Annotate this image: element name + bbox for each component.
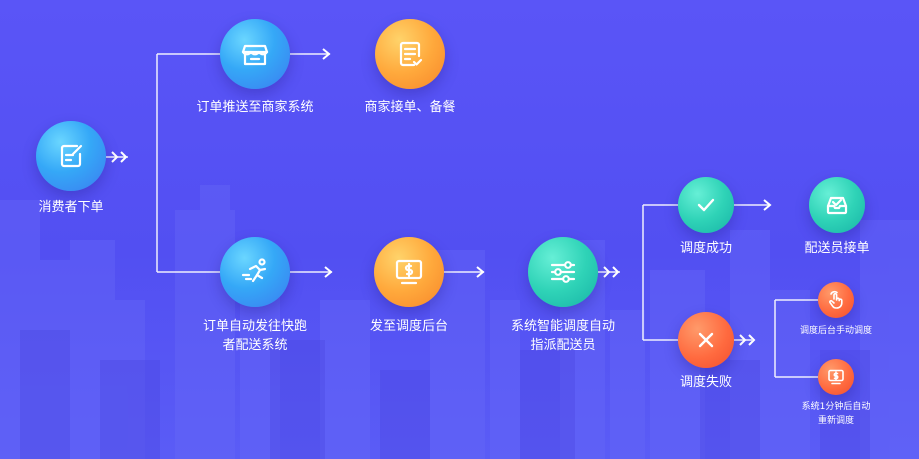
check-icon [697,198,715,212]
node-auto-send [220,237,290,307]
close-icon [698,332,714,348]
node-dispatch-backend [374,237,444,307]
running-courier-icon [241,258,267,283]
node-dispatch-success [678,177,734,233]
label-auto-retry: 系统1分钟后自动 重新调度 [786,400,886,428]
label-smart-dispatch: 系统智能调度自动 指派配送员 [488,317,638,355]
label-dispatch-fail: 调度失败 [679,375,732,390]
node-dispatch-fail [678,312,734,368]
node-auto-retry [818,359,854,395]
store-icon [241,44,269,66]
node-courier-accept [809,177,865,233]
label-auto-send-line1: 订单自动发往快跑 [202,319,307,334]
sliders-icon [550,261,576,283]
hand-tap-icon [829,290,843,309]
label-auto-send: 订单自动发往快跑 者配送系统 [180,317,330,355]
node-manual-dispatch [818,282,854,318]
monitor-money-icon [395,259,423,285]
node-consumer-order [36,121,106,191]
node-smart-dispatch [528,237,598,307]
label-smart-dispatch-line1: 系统智能调度自动 [510,319,615,334]
label-smart-dispatch-line2: 指派配送员 [530,338,596,353]
label-auto-send-line2: 者配送系统 [222,338,288,353]
label-courier-accept: 配送员接单 [804,241,870,256]
node-merchant-accept [375,19,445,89]
label-manual-dispatch: 调度后台手动调度 [799,326,872,336]
label-auto-retry-line1: 系统1分钟后自动 [801,402,871,412]
label-consumer-order: 消费者下单 [38,200,104,215]
label-auto-retry-line2: 重新调度 [817,416,854,426]
label-dispatch-backend: 发至调度后台 [369,319,448,334]
monitor-money-icon [828,369,844,385]
edit-note-icon [60,144,83,168]
inbox-check-icon [826,196,848,215]
checklist-icon [399,41,423,67]
label-dispatch-success: 调度成功 [679,241,732,256]
label-merchant-accept: 商家接单、备餐 [364,100,456,115]
node-push-merchant [220,19,290,89]
label-push-merchant: 订单推送至商家系统 [196,100,314,115]
